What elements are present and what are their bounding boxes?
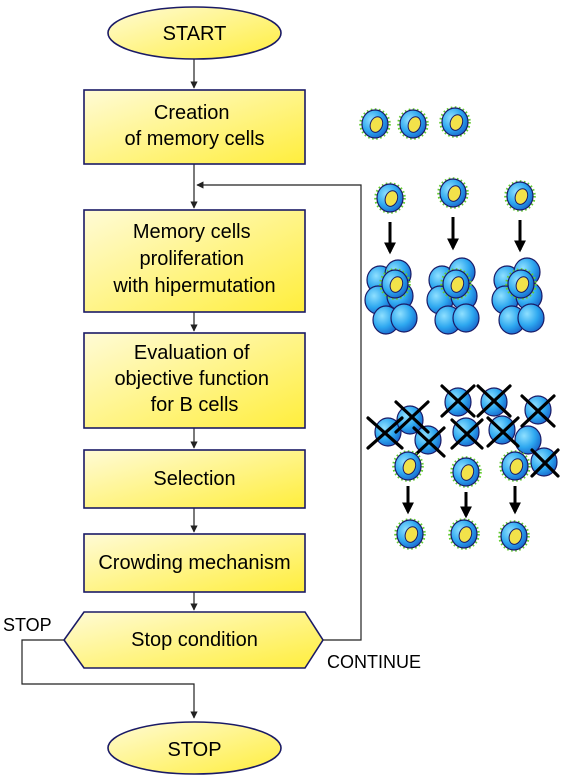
decision-label: Stop condition (131, 629, 258, 651)
step-4-line-1: Selection (153, 468, 235, 490)
stop-branch-label: STOP (3, 615, 52, 635)
step-selection: Selection (83, 449, 306, 509)
continue-branch-label: CONTINUE (327, 652, 421, 672)
flow-connectors (21, 59, 362, 719)
step-5-line-1: Crowding mechanism (98, 552, 290, 574)
step-1-line-2: of memory cells (124, 128, 264, 150)
clone-cluster-3 (491, 257, 545, 335)
start-label: START (163, 23, 227, 45)
selection-illustration (366, 384, 560, 553)
step-2-line-2: proliferation (139, 248, 244, 270)
step-2-line-3: with hipermutation (112, 275, 275, 297)
svg-text:Evaluation of objective: Evaluation of objective function for B c… (114, 342, 274, 416)
step-crowding-mechanism: Crowding mechanism (83, 533, 306, 593)
memory-cells-illustration (358, 105, 472, 141)
selected-cells (393, 517, 531, 553)
step-3-line-3: for B cells (151, 394, 239, 416)
stop-terminal: STOP (107, 721, 282, 775)
decision-stop-condition: Stop condition (63, 611, 324, 669)
surviving-cells (391, 449, 532, 489)
clone-cluster-1 (364, 259, 418, 335)
step-evaluation-objective-function: Evaluation of objective function for B c… (83, 332, 306, 429)
step-3-line-1: Evaluation of (134, 342, 250, 364)
stop-label: STOP (167, 739, 221, 761)
step-2-line-1: Memory cells (133, 221, 251, 243)
clone-cluster-2 (426, 257, 480, 335)
cross-marks (366, 384, 560, 478)
proliferation-illustration (364, 176, 545, 335)
svg-text:Memory cells proliferati: Memory cells proliferation with hipermut… (112, 221, 275, 297)
step-3-line-2: objective function (114, 368, 269, 390)
start-terminal: START (107, 6, 282, 60)
step-1-line-1: Creation (154, 102, 230, 124)
step-proliferation-hipermutation: Memory cells proliferation with hipermut… (83, 209, 306, 313)
svg-text:Creation of memory cells: Creation of memory cells (124, 102, 264, 150)
step-creation-memory-cells: Creation of memory cells (83, 89, 306, 165)
